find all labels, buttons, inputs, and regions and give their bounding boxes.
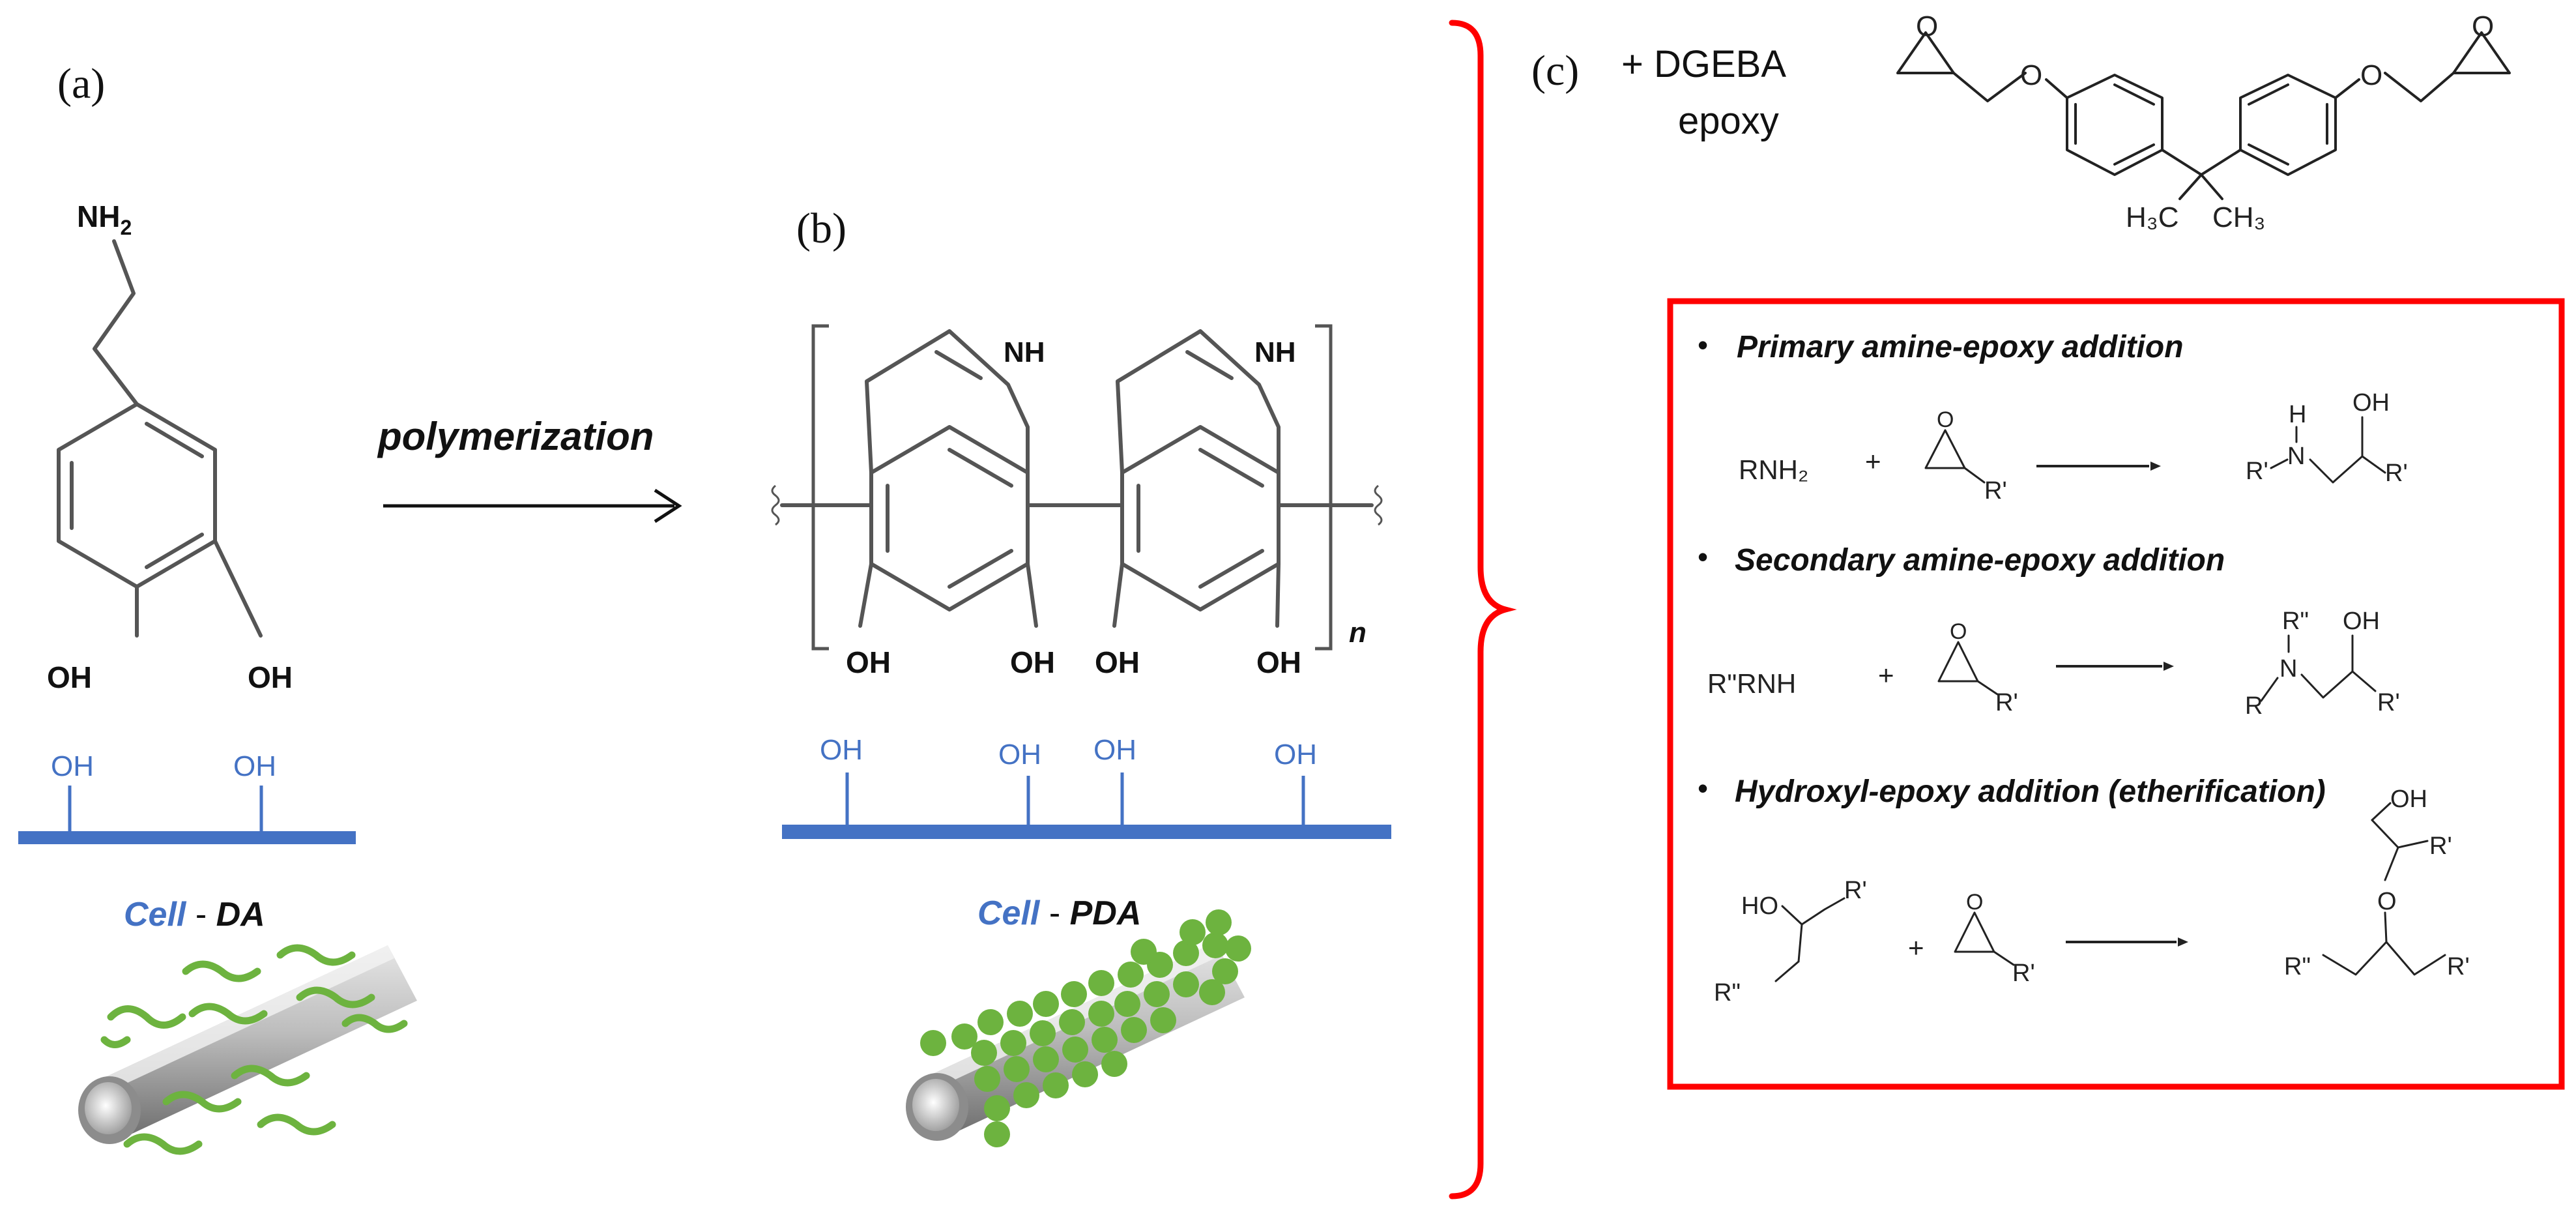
panel-c: (c) + DGEBA epoxy O O H₃C CH₃: [1531, 10, 2565, 1090]
reactant-ho: HO: [1741, 892, 1778, 920]
reactant-r-top: R': [1844, 877, 1867, 904]
product-r-top: R': [2429, 832, 2452, 860]
product-h: H: [2289, 401, 2306, 428]
reagent-label-line2: epoxy: [1678, 100, 1779, 142]
panel-b: (b) NH NH: [771, 205, 1391, 1147]
caption-cell-pda: Cell - PDA: [977, 894, 1141, 932]
plus-sign: +: [1878, 660, 1894, 690]
product-r-right: R': [2447, 953, 2470, 980]
reagent-label-line1: + DGEBA: [1621, 43, 1786, 85]
oh-label: OH: [1010, 645, 1055, 679]
panel-a: (a) NH2 OH OH OH OH Cell - DA: [18, 60, 417, 1155]
product-n: N: [2287, 443, 2305, 470]
panel-c-label: (c): [1531, 47, 1579, 95]
subscript-n: n: [1349, 617, 1367, 649]
surface-oh-label: OH: [233, 750, 276, 782]
product-o: O: [2377, 888, 2397, 915]
plus-sign: +: [1908, 932, 1924, 963]
svg-text:O: O: [1937, 407, 1954, 432]
plus-sign: +: [1865, 446, 1881, 477]
arrow-label: polymerization: [377, 415, 654, 458]
red-brace: [1449, 20, 1517, 1199]
cell-surface-a: OH OH: [18, 750, 356, 844]
product-n: N: [2279, 655, 2297, 683]
polymerization-arrow: polymerization: [377, 415, 682, 523]
product-oh: OH: [2352, 389, 2390, 417]
oh-right-label: OH: [248, 660, 293, 694]
fiber-pda-illustration: [906, 909, 1251, 1147]
reaction-hydroxyl-epoxy: • Hydroxyl-epoxy addition (etherificatio…: [1698, 771, 2470, 1007]
svg-text:O: O: [1916, 10, 1938, 42]
reaction-primary-amine: • Primary amine-epoxy addition RNH₂ + O …: [1698, 328, 2408, 505]
fiber-da-illustration: [78, 944, 417, 1155]
product-oh: OH: [2343, 608, 2380, 635]
bullet: •: [1698, 540, 1708, 574]
epoxide-r-label: R': [1984, 477, 2007, 505]
product-r-left: R': [2246, 458, 2268, 485]
surface-bar: [18, 831, 356, 844]
reaction-title: Hydroxyl-epoxy addition (etherification): [1735, 774, 2326, 809]
surface-oh-label: OH: [998, 739, 1041, 771]
reaction-title: Primary amine-epoxy addition: [1737, 330, 2184, 364]
caption-cell-da: Cell - DA: [124, 896, 265, 934]
panel-a-label: (a): [57, 60, 105, 108]
dgeba-structure: O O H₃C CH₃ O O: [1896, 10, 2511, 233]
epoxide-r-label: R': [1995, 689, 2018, 716]
oh-label: OH: [1095, 645, 1140, 679]
product-r-left: R: [2245, 692, 2263, 720]
svg-text:O: O: [2472, 10, 2494, 42]
reaction-title: Secondary amine-epoxy addition: [1735, 543, 2225, 578]
reactant-label: R"RNH: [1707, 668, 1796, 699]
nh2-label: NH2: [77, 199, 132, 239]
surface-oh-label: OH: [51, 750, 94, 782]
cell-surface-b: OH OH OH OH: [782, 734, 1391, 839]
reactant-label: RNH₂: [1739, 454, 1808, 485]
product-r-top: R": [2282, 608, 2309, 635]
nh-left-label: NH: [1004, 336, 1045, 368]
surface-oh-label: OH: [1093, 734, 1136, 766]
surface-oh-label: OH: [820, 734, 863, 766]
dopamine-molecule: NH2 OH OH: [47, 199, 293, 694]
bullet: •: [1698, 328, 1708, 362]
nh-right-label: NH: [1254, 336, 1296, 368]
reaction-box: [1667, 298, 2565, 1090]
oh-label: OH: [1256, 645, 1301, 679]
panel-b-label: (b): [796, 205, 847, 252]
product-r-right: R': [2377, 689, 2400, 716]
ether-o-right: O: [2360, 59, 2382, 91]
ch3-label: CH₃: [2212, 201, 2265, 233]
oh-left-label: OH: [47, 660, 92, 694]
surface-oh-label: OH: [1274, 739, 1317, 771]
product-r-right: R': [2385, 460, 2408, 487]
oh-label: OH: [846, 645, 891, 679]
product-oh: OH: [2390, 786, 2427, 813]
pda-particles: [920, 909, 1251, 1147]
ether-o-left: O: [2020, 59, 2042, 91]
surface-bar: [782, 825, 1391, 839]
bullet: •: [1698, 771, 1708, 805]
h3c-label: H₃C: [2126, 201, 2178, 233]
polydopamine-molecule: NH NH OH OH OH OH n: [771, 324, 1383, 679]
reaction-secondary-amine: • Secondary amine-epoxy addition R"RNH +…: [1698, 540, 2400, 720]
svg-text:O: O: [1966, 890, 1983, 915]
svg-text:O: O: [1950, 619, 1967, 644]
product-r-left: R": [2284, 953, 2311, 980]
epoxide-r-label: R': [2012, 960, 2035, 987]
reactant-r-bottom: R": [1714, 979, 1741, 1007]
